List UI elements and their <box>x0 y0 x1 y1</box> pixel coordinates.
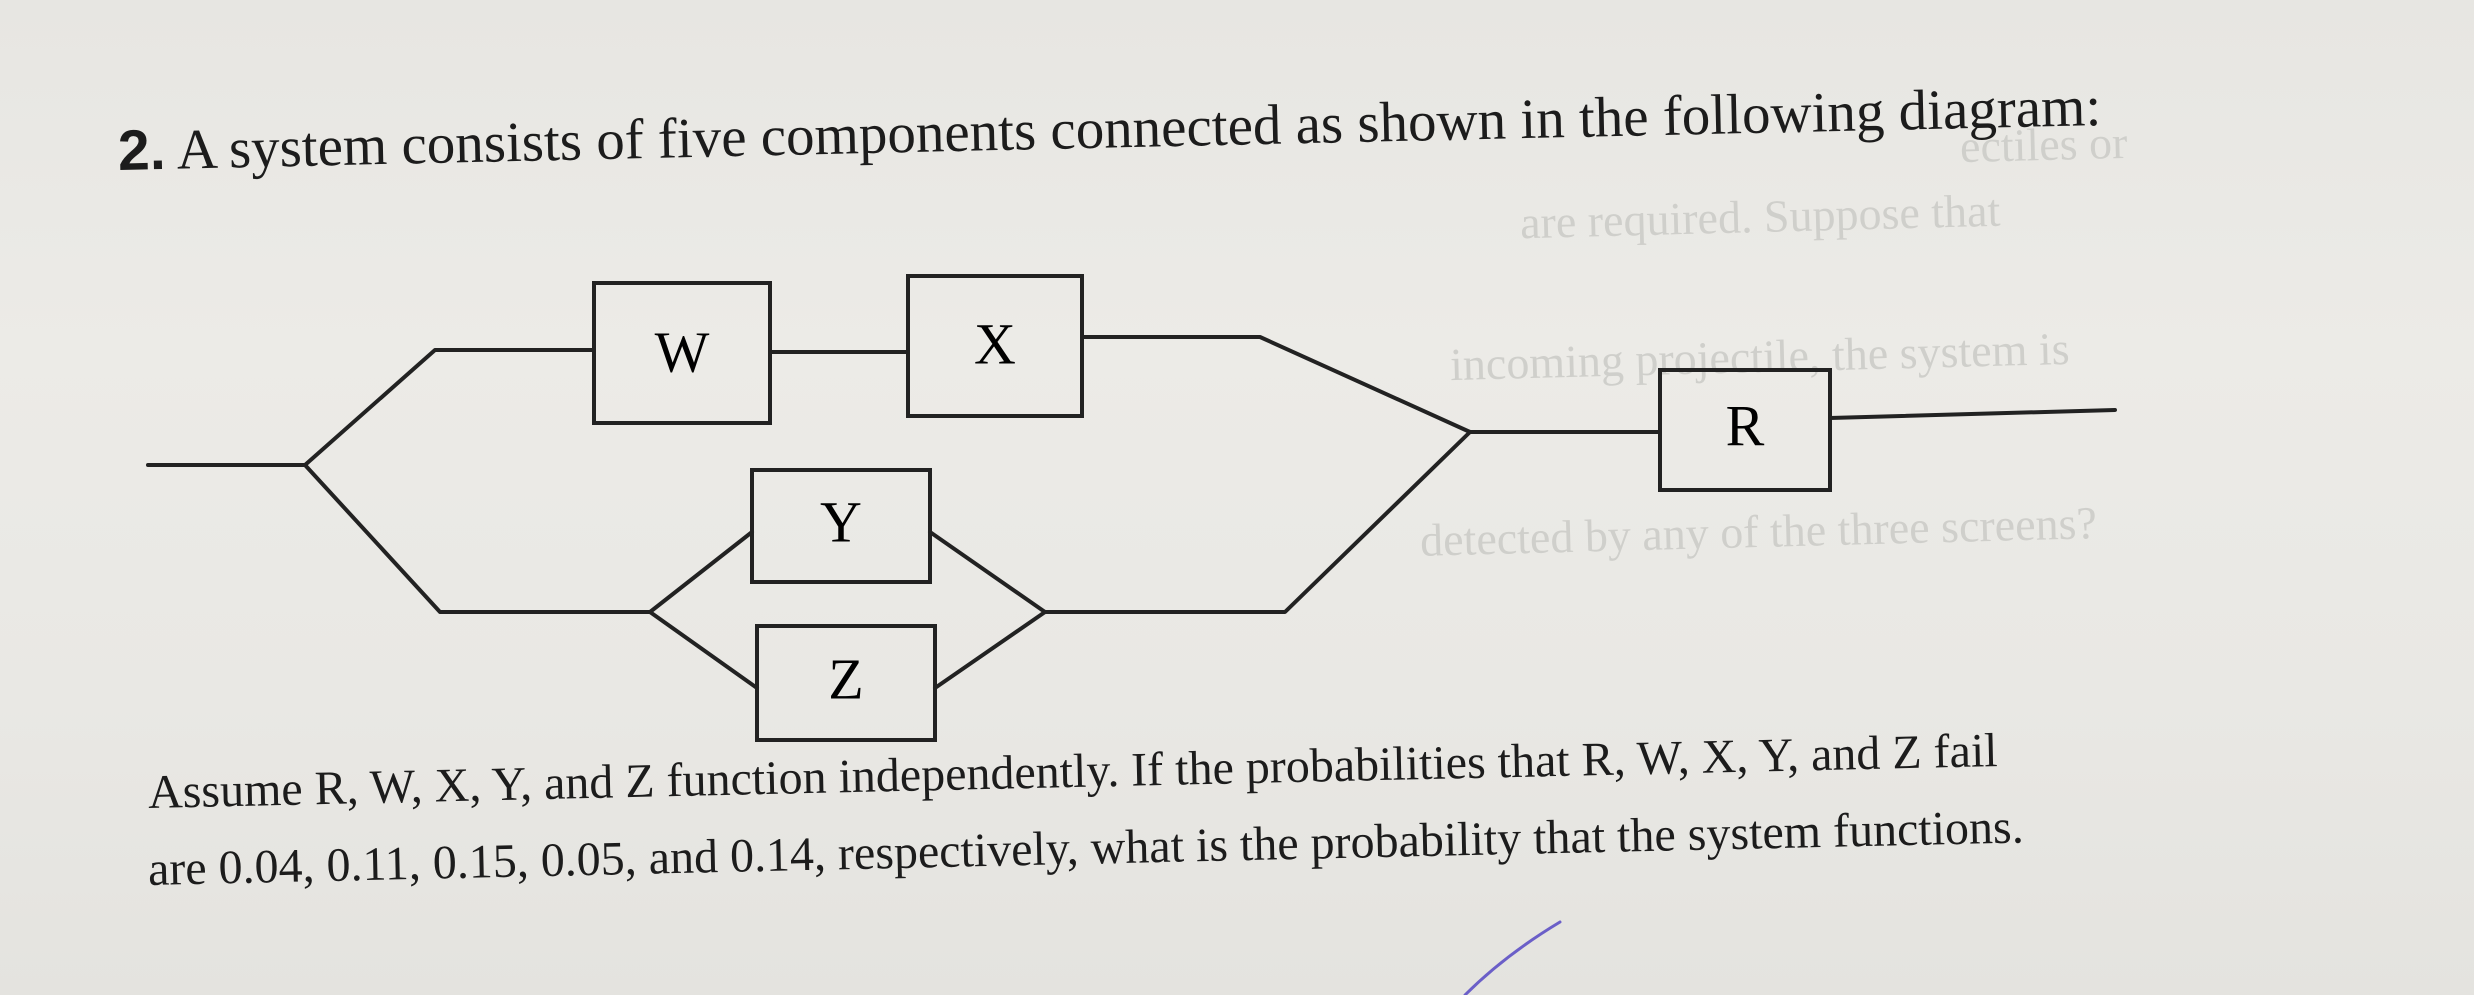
component-w-label: W <box>655 319 710 384</box>
z-upper-wire <box>648 610 759 690</box>
lower-branch-wire <box>303 463 652 614</box>
output-line <box>1828 408 2117 420</box>
component-z-label: Z <box>828 646 863 711</box>
component-y-label: Y <box>820 489 862 554</box>
component-x-box <box>906 274 1084 418</box>
component-x: X <box>906 274 1084 418</box>
component-y: Y <box>750 468 932 584</box>
component-y-box <box>750 468 932 584</box>
component-r-box <box>1658 368 1832 492</box>
component-w: W <box>592 281 772 425</box>
pen-mark <box>1463 920 1562 995</box>
component-x-label: X <box>974 311 1016 376</box>
lower-join-wire <box>1043 430 1472 614</box>
upper-join-wire <box>1080 335 1472 434</box>
component-r: R <box>1658 368 1832 492</box>
y-lower-wire <box>928 530 1047 614</box>
upper-branch-wire <box>303 348 596 467</box>
y-upper-wire <box>648 530 754 614</box>
z-lower-wire <box>933 610 1047 690</box>
component-z: Z <box>755 624 937 742</box>
component-w-box <box>592 281 772 425</box>
component-z-box <box>755 624 937 742</box>
component-r-label: R <box>1726 393 1765 458</box>
